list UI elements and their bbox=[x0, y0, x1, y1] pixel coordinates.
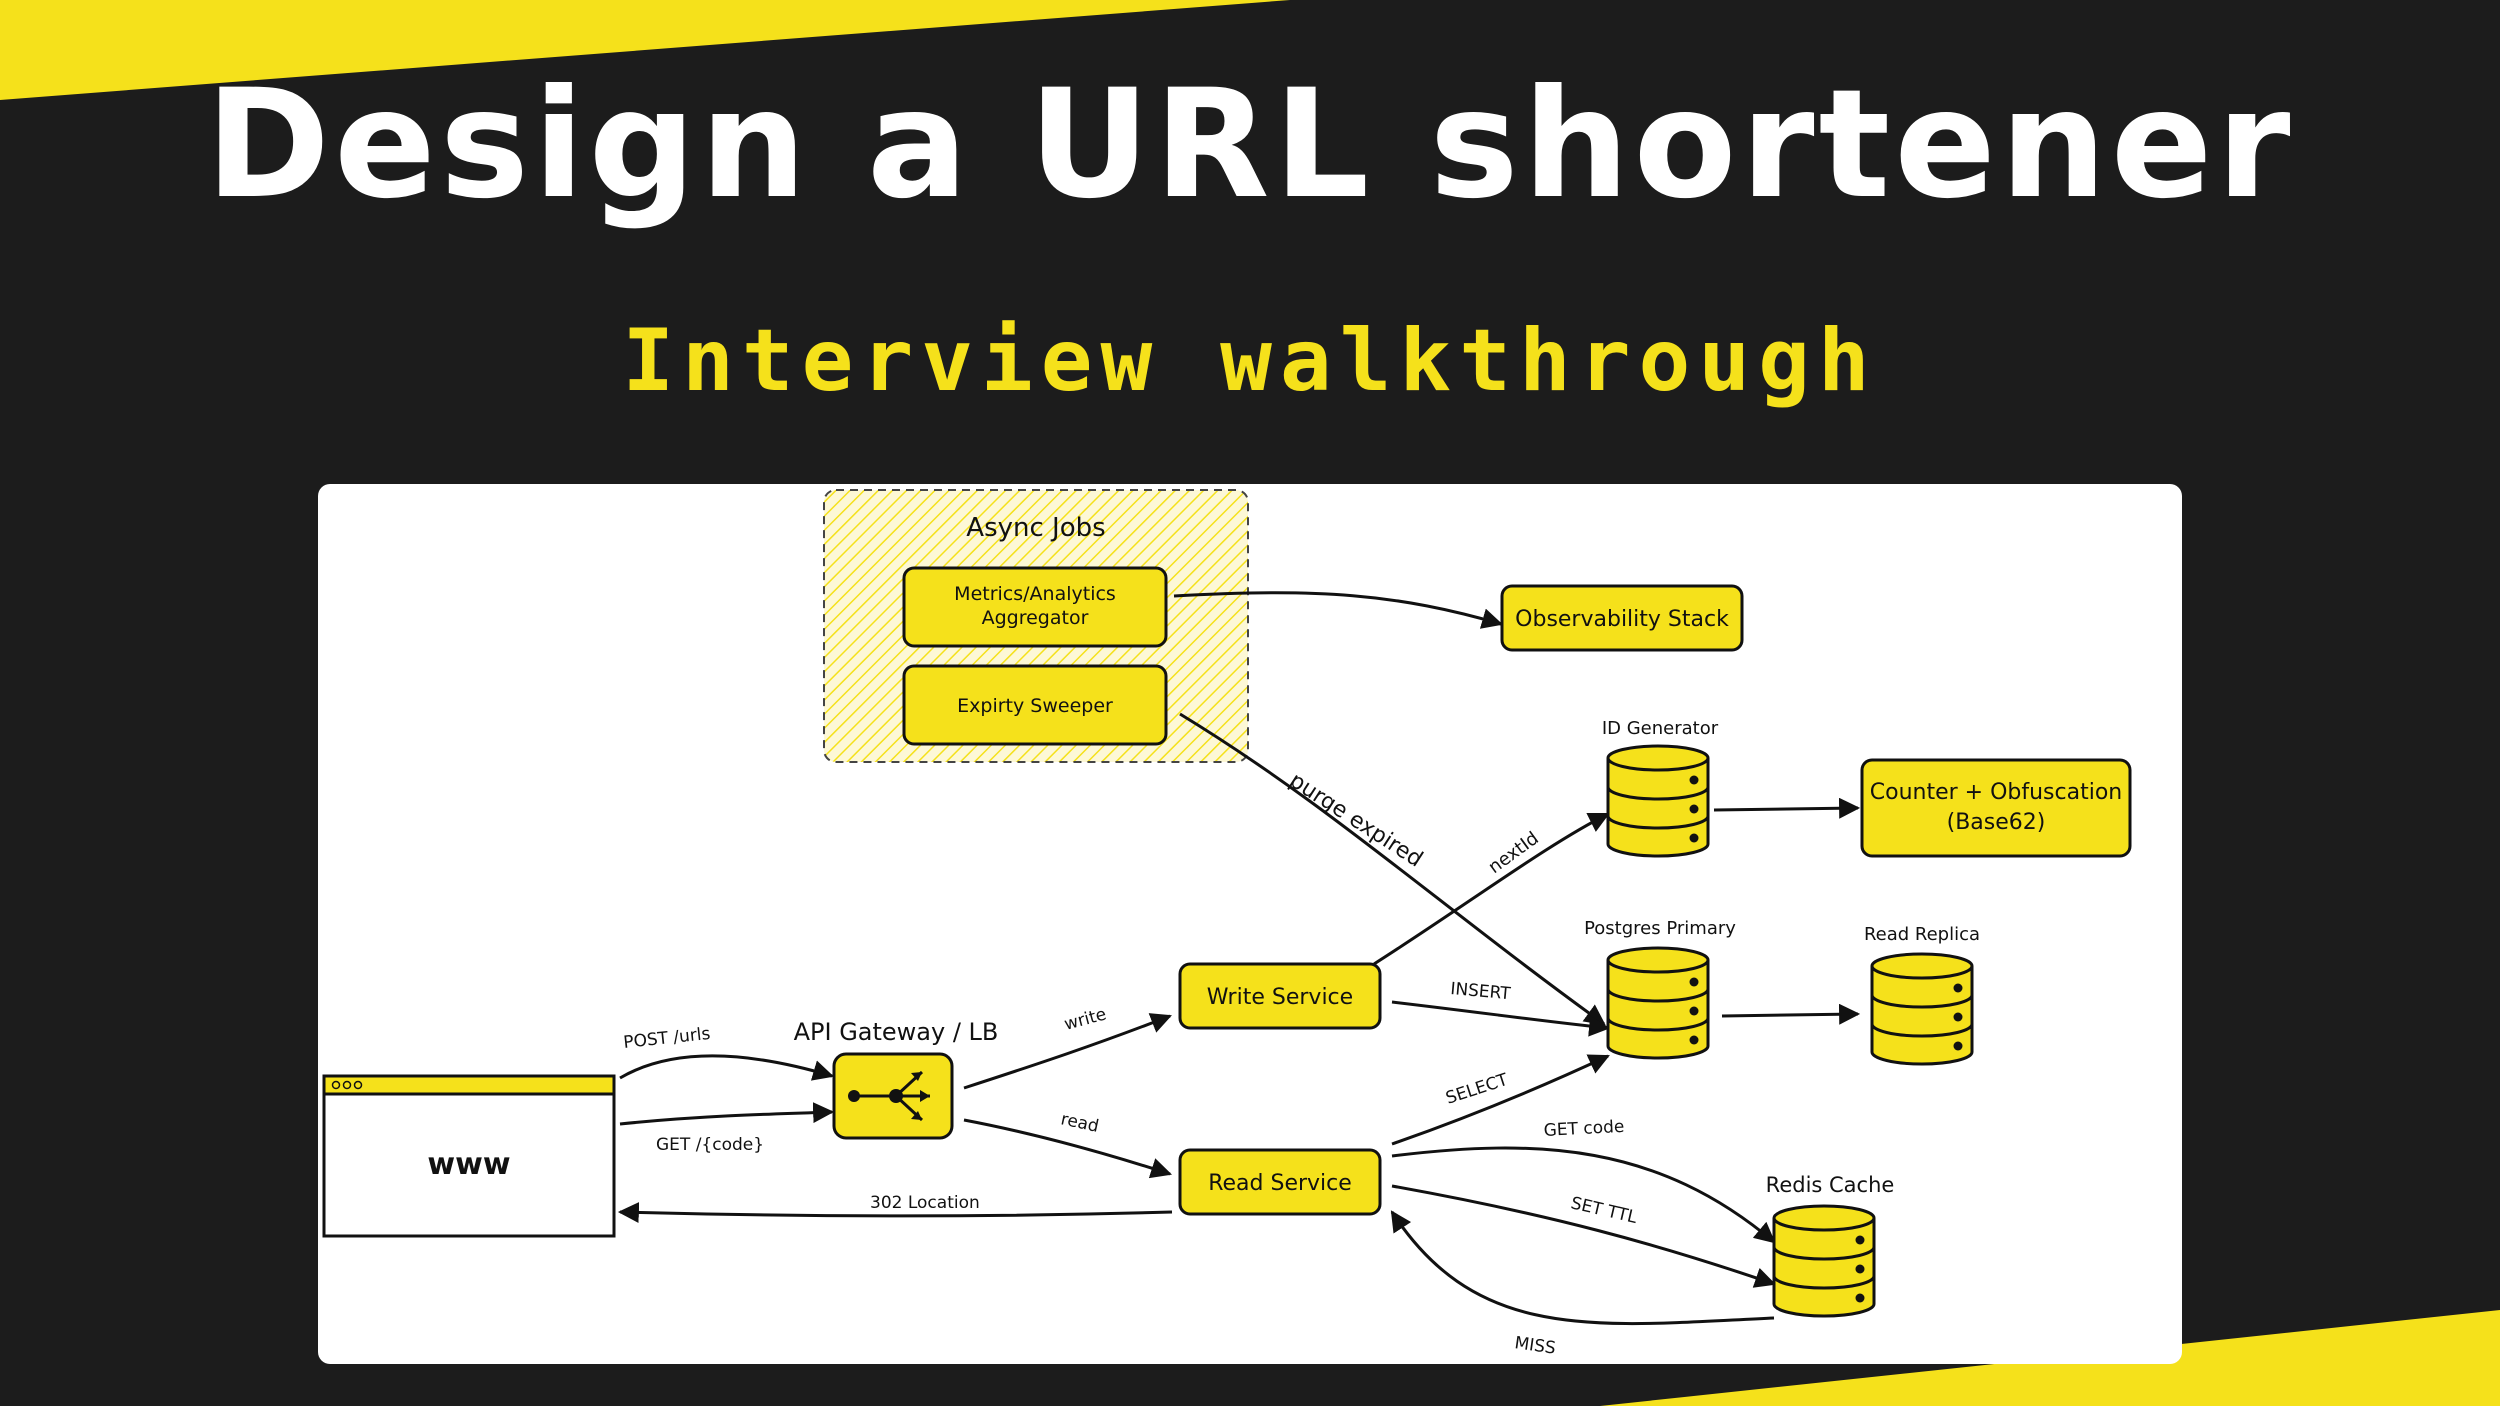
expiry-sweeper-label: Expirty Sweeper bbox=[957, 695, 1113, 717]
edge-get-code bbox=[1391, 1146, 1776, 1244]
observability-stack-node: Observability Stack bbox=[1500, 584, 1744, 652]
page-subtitle: Interview walkthrough bbox=[622, 311, 1878, 411]
async-jobs-label: Async Jobs bbox=[966, 513, 1105, 543]
read-replica-label: Read Replica bbox=[1864, 924, 1980, 945]
edge-id-to-counter bbox=[1713, 797, 1861, 819]
load-balancer-icon bbox=[832, 1052, 954, 1140]
read-service-node: Read Service bbox=[1178, 1148, 1382, 1216]
edge-insert bbox=[1391, 1000, 1611, 1037]
client-label: www bbox=[427, 1147, 510, 1182]
database-icon bbox=[1870, 952, 1974, 1066]
diagram-panel: Async Jobs purge expired nextId INSERT S… bbox=[318, 484, 2182, 1364]
database-icon bbox=[1606, 744, 1710, 858]
top-accent-stripe bbox=[0, 0, 1290, 100]
metrics-aggregator-node: Metrics/Analytics Aggregator bbox=[902, 566, 1168, 648]
edge-post-urls bbox=[619, 1054, 835, 1081]
edge-label-get-code-path: GET /{code} bbox=[656, 1135, 764, 1155]
page-title: Design a URL shortener bbox=[205, 58, 2295, 232]
edge-label-write: write bbox=[1062, 1004, 1108, 1034]
edge-set-ttl bbox=[1391, 1184, 1776, 1288]
metrics-aggregator-label-2: Aggregator bbox=[982, 607, 1089, 629]
edge-next-id bbox=[1373, 812, 1610, 966]
redis-cache-label: Redis Cache bbox=[1766, 1173, 1895, 1197]
edge-write bbox=[963, 1013, 1172, 1090]
edge-primary-to-replica bbox=[1721, 1003, 1861, 1025]
edge-label-post-urls: POST /urls bbox=[622, 1024, 711, 1053]
edge-label-insert: INSERT bbox=[1450, 979, 1512, 1004]
database-icon bbox=[1772, 1204, 1876, 1318]
counter-obfuscation-label-1: Counter + Obfuscation bbox=[1870, 780, 2122, 805]
edge-miss bbox=[1390, 1210, 1775, 1326]
edge-label-read: read bbox=[1059, 1109, 1101, 1137]
api-gateway-label: API Gateway / LB bbox=[794, 1018, 999, 1046]
postgres-primary-label: Postgres Primary bbox=[1584, 918, 1736, 939]
edge-label-get-code: GET code bbox=[1543, 1117, 1625, 1141]
write-service-node: Write Service bbox=[1178, 962, 1382, 1030]
database-icon bbox=[1606, 946, 1710, 1060]
counter-obfuscation-node: Counter + Obfuscation (Base62) bbox=[1860, 758, 2132, 858]
edge-label-purge-expired: purge expired bbox=[1285, 768, 1427, 873]
metrics-aggregator-label-1: Metrics/Analytics bbox=[954, 583, 1116, 605]
edge-302-location bbox=[617, 1202, 1173, 1224]
edge-label-miss: MISS bbox=[1513, 1333, 1557, 1359]
edge-read bbox=[963, 1118, 1172, 1179]
expiry-sweeper-node: Expirty Sweeper bbox=[902, 664, 1168, 746]
observability-stack-label: Observability Stack bbox=[1515, 607, 1729, 632]
read-service-label: Read Service bbox=[1208, 1171, 1352, 1196]
browser-window-icon: www bbox=[322, 1074, 616, 1238]
edge-metrics-to-observability bbox=[1173, 591, 1504, 629]
architecture-diagram: Async Jobs purge expired nextId INSERT S… bbox=[322, 489, 2132, 1359]
edge-label-set-ttl: SET TTL bbox=[1569, 1193, 1640, 1228]
edge-get-code-path bbox=[619, 1102, 835, 1126]
counter-obfuscation-label-2: (Base62) bbox=[1947, 810, 2046, 835]
edge-purge-expired bbox=[1179, 712, 1606, 1026]
id-generator-label: ID Generator bbox=[1602, 718, 1719, 739]
edge-label-302-location: 302 Location bbox=[870, 1193, 980, 1213]
edge-select bbox=[1391, 1054, 1610, 1146]
write-service-label: Write Service bbox=[1207, 985, 1353, 1010]
